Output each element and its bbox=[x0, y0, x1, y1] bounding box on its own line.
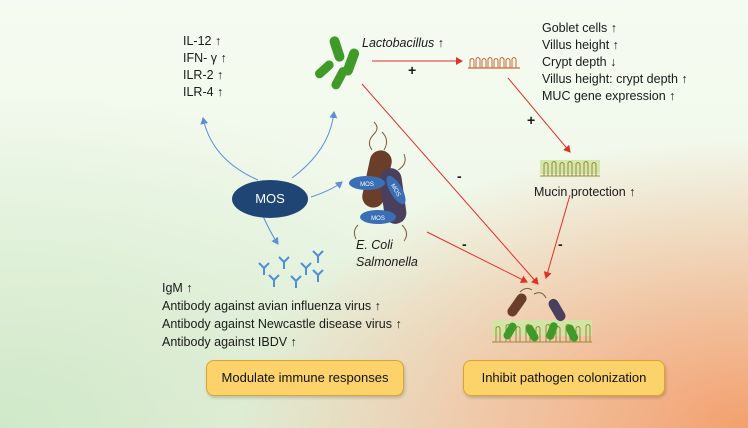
antibody-item: Antibody against avian influenza virus ↑ bbox=[162, 299, 381, 313]
pathogen-bacteria-icon bbox=[349, 121, 408, 242]
cytokine-list: IL-12 ↑ IFN- γ ↑ ILR-2 ↑ ILR-4 ↑ bbox=[183, 33, 227, 101]
cytokine-item: IL-12 ↑ bbox=[183, 34, 222, 48]
intestinal-effects-list: Goblet cells ↑ Villus height ↑ Crypt dep… bbox=[542, 20, 688, 105]
arrow-villi-to-mucin bbox=[507, 77, 571, 153]
arrow-pathogen-to-colonization bbox=[426, 231, 528, 283]
arrow-mos-to-antibodies bbox=[262, 215, 279, 245]
pathogen-name: E. Coli bbox=[356, 238, 393, 252]
lactobacillus-icon bbox=[315, 36, 360, 90]
intestinal-effect-item: Villus height: crypt depth ↑ bbox=[542, 72, 688, 86]
sign-lacto-to-villi: + bbox=[408, 62, 417, 78]
cytokine-item: ILR-2 ↑ bbox=[183, 68, 224, 82]
inhibit-pathogen-colonization-box: Inhibit pathogen colonization bbox=[463, 360, 665, 396]
mucin-protection-label: Mucin protection ↑ bbox=[534, 185, 636, 199]
intestinal-effect-item: Crypt depth ↓ bbox=[542, 55, 617, 69]
sign-villi-to-mucin: + bbox=[527, 112, 536, 128]
sign-mucin-to-colonization: - bbox=[558, 236, 563, 252]
arrow-mucin-to-colonization bbox=[543, 194, 571, 279]
colonization-site-icon bbox=[492, 287, 592, 343]
bacteria-mos-tag: MOS bbox=[371, 216, 385, 222]
arrow-mos-to-pathogens bbox=[310, 181, 343, 198]
intestinal-effect-item: Villus height ↑ bbox=[542, 38, 619, 52]
intestinal-effect-item: MUC gene expression ↑ bbox=[542, 89, 676, 103]
pathogen-labels: E. Coli Salmonella bbox=[356, 237, 418, 271]
mucin-icon bbox=[540, 160, 600, 177]
cytokine-item: ILR-4 ↑ bbox=[183, 85, 224, 99]
sign-lacto-to-colonization: - bbox=[457, 168, 462, 184]
sign-pathogen-to-colonization: - bbox=[462, 236, 467, 252]
villi-icon bbox=[468, 57, 520, 69]
antibody-item: Antibody against IBDV ↑ bbox=[162, 335, 297, 349]
bacteria-mos-tag: MOS bbox=[360, 182, 374, 188]
antibody-item: Antibody against Newcastle disease virus… bbox=[162, 317, 402, 331]
arrow-mos-to-lactobacillus bbox=[291, 111, 338, 179]
antibody-item: IgM ↑ bbox=[162, 281, 193, 295]
antibodies-icon bbox=[258, 250, 324, 288]
antibody-list: IgM ↑ Antibody against avian influenza v… bbox=[162, 279, 402, 351]
modulate-immune-responses-box: Modulate immune responses bbox=[206, 360, 404, 396]
mos-ellipse bbox=[232, 180, 308, 218]
cytokine-item: IFN- γ ↑ bbox=[183, 51, 227, 65]
intestinal-effect-item: Goblet cells ↑ bbox=[542, 21, 618, 35]
arrow-lacto-to-colonization bbox=[361, 83, 539, 285]
arrow-mos-to-cytokines bbox=[200, 117, 259, 181]
lactobacillus-label: Lactobacillus ↑ bbox=[362, 36, 444, 50]
mos-label: MOS bbox=[255, 191, 285, 206]
pathogen-name: Salmonella bbox=[356, 255, 418, 269]
